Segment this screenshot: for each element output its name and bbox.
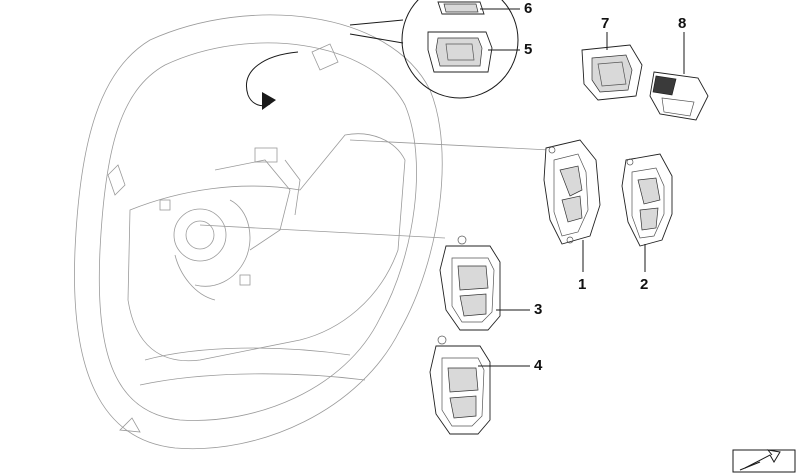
callout-7: 7 — [601, 15, 610, 32]
part-5-bezel — [427, 31, 493, 73]
rotation-arrow-icon — [246, 51, 299, 110]
part-7-cover — [581, 44, 643, 101]
detail-circle — [349, 0, 519, 99]
part-3-switch-module — [439, 235, 501, 331]
part-1-switch-right — [543, 139, 601, 245]
callout-1: 1 — [578, 276, 587, 293]
callout-4: 4 — [534, 357, 543, 374]
callout-5: 5 — [524, 41, 533, 58]
callout-8: 8 — [678, 15, 687, 32]
callout-3: 3 — [534, 301, 543, 318]
callout-6: 6 — [524, 0, 533, 17]
callout-2: 2 — [640, 276, 649, 293]
part-4-switch-module — [429, 335, 491, 435]
part-8-connector — [649, 71, 709, 121]
part-6-clip — [437, 1, 485, 15]
part-2-switch-left — [621, 153, 673, 247]
steering-wheel-illustration — [74, 14, 551, 450]
flip-arrow-icon — [732, 449, 796, 473]
